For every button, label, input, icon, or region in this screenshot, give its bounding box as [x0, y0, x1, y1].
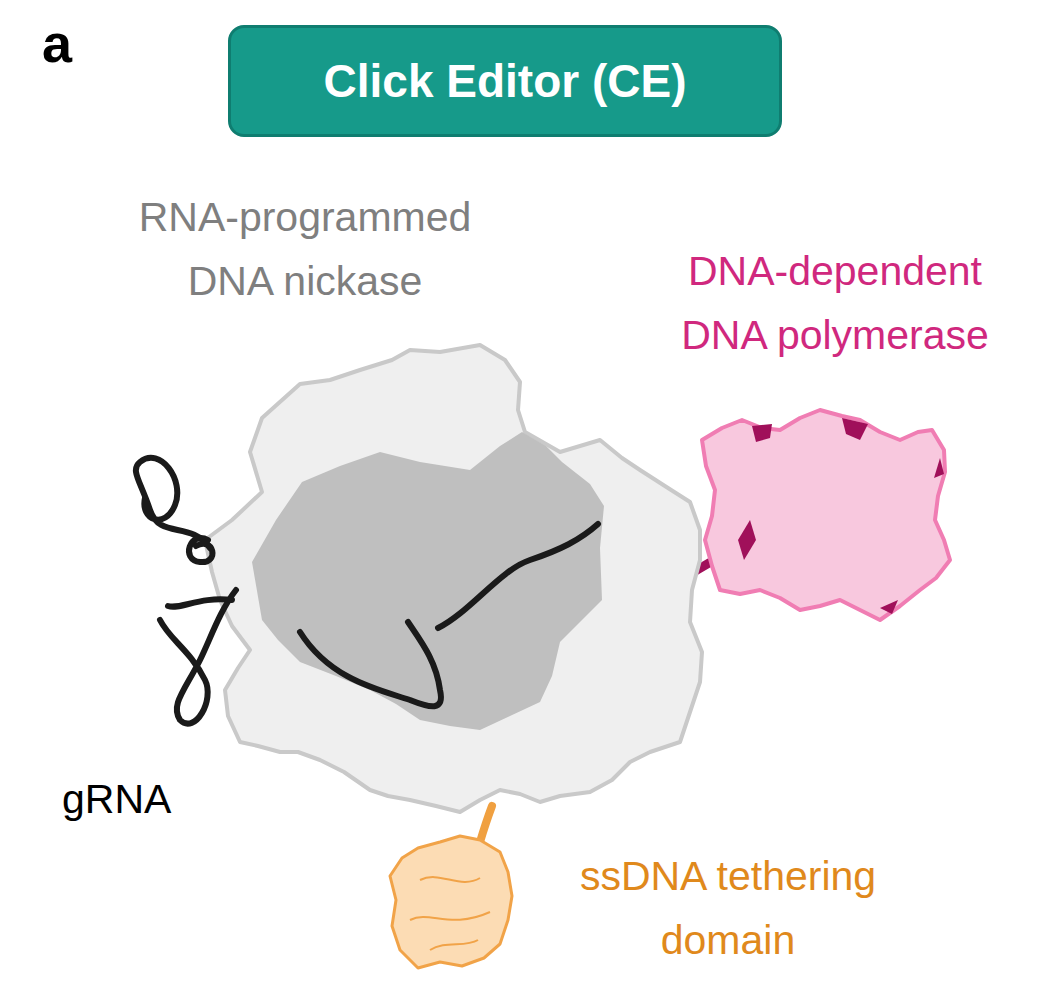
polymerase-label: DNA-dependent DNA polymerase [640, 240, 1030, 367]
tether-label: ssDNA tethering domain [518, 845, 938, 972]
nickase-core [252, 432, 604, 730]
nickase-label: RNA-programmed DNA nickase [120, 186, 490, 313]
nickase-blob [205, 345, 702, 812]
grna-label: gRNA [62, 768, 232, 832]
polymerase-blob [702, 410, 950, 620]
polymerase-patch [738, 418, 944, 614]
panel-letter: a [42, 14, 102, 73]
title-box: Click Editor (CE) [228, 25, 782, 137]
grna-strand [136, 458, 598, 724]
tether-texture [410, 877, 490, 950]
tether-blob [390, 836, 512, 968]
title-text: Click Editor (CE) [324, 54, 687, 108]
tether-linker [480, 806, 492, 842]
